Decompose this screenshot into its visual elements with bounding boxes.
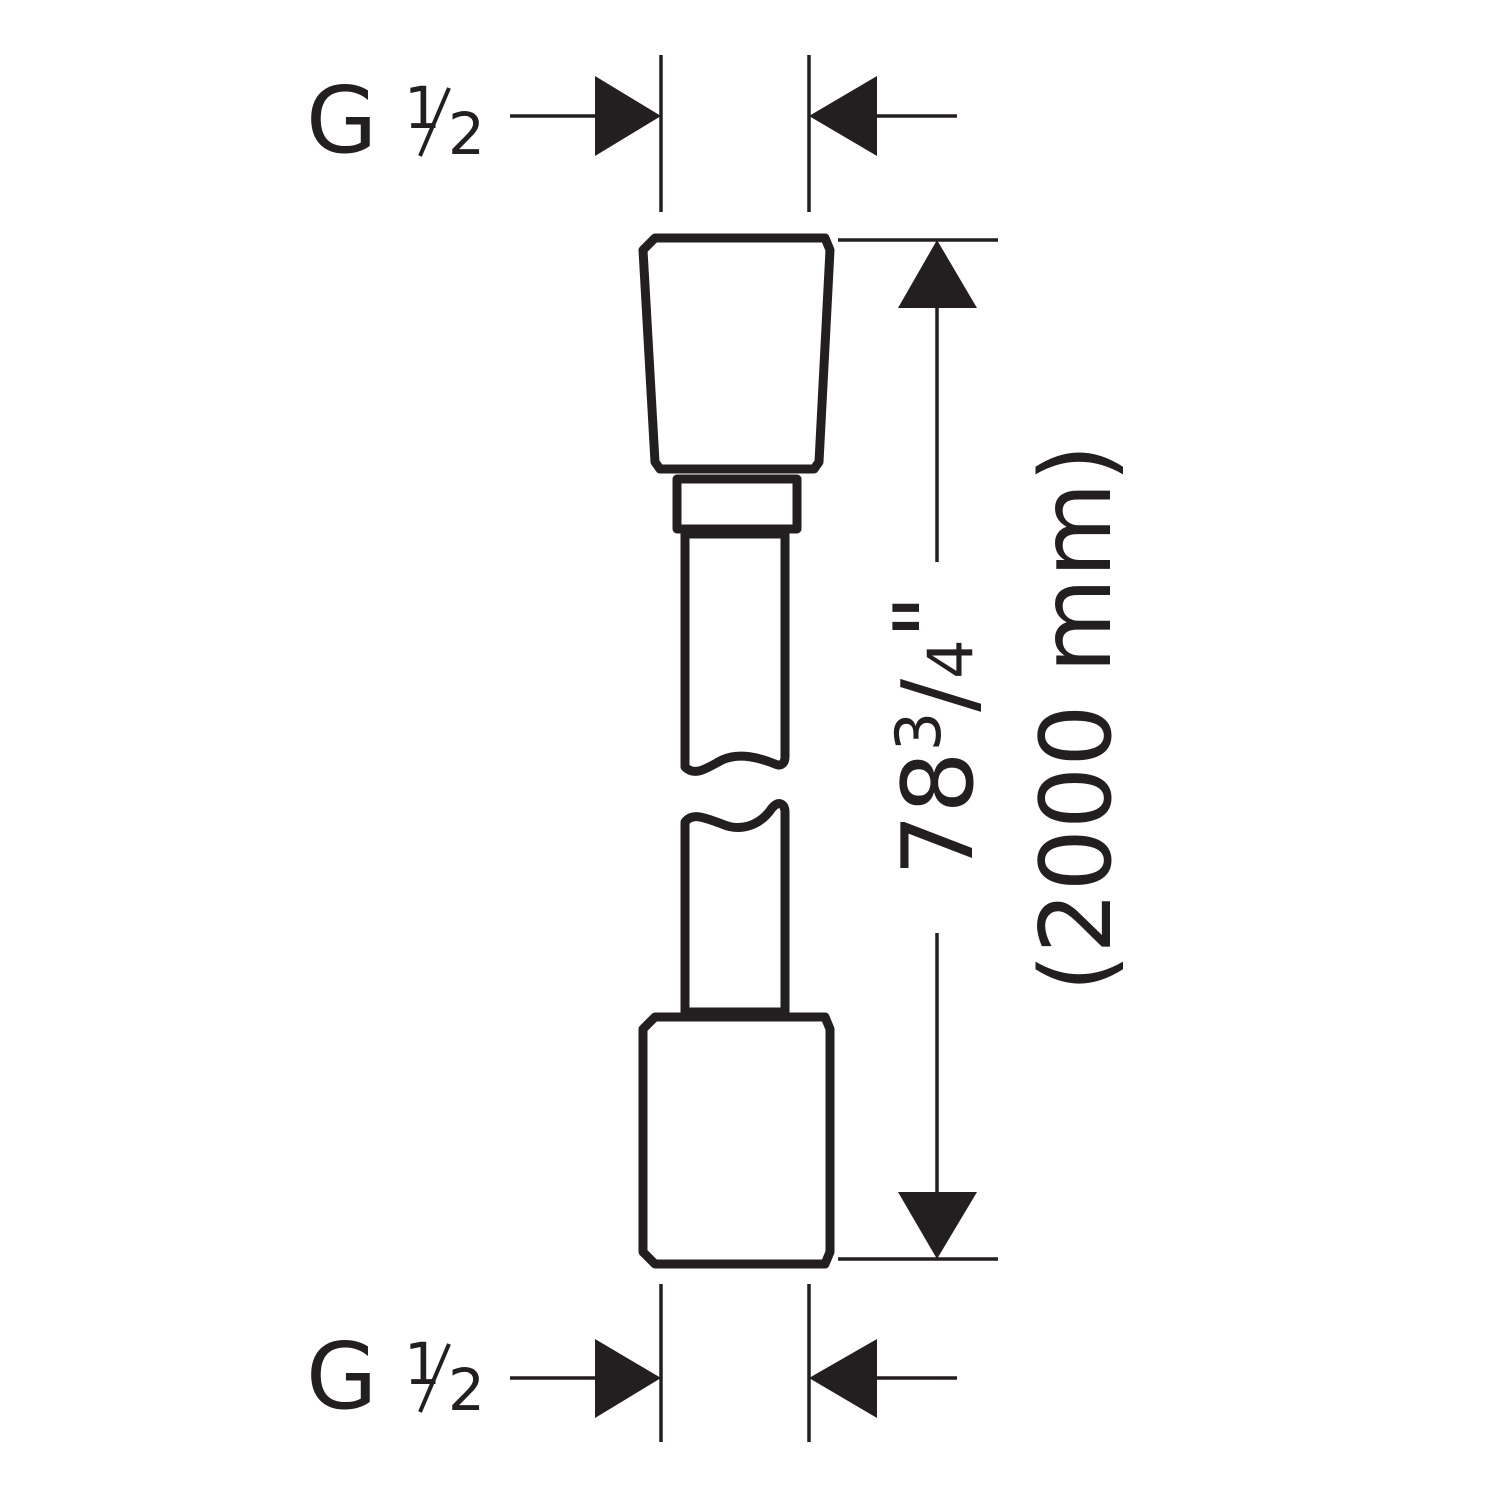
top-thread-denominator: 2 (448, 100, 485, 168)
shower-hose (638, 233, 835, 1269)
top-arrowhead-right (809, 76, 877, 156)
bottom-thread-letter: G (306, 1323, 377, 1430)
length-arrowhead-top (898, 240, 977, 308)
upper-hose-section (680, 529, 790, 776)
length-imperial-label: 783/4" (874, 594, 996, 876)
bottom-thread-denominator: 2 (448, 1356, 485, 1424)
length-imperial-denominator: 4 (914, 639, 987, 678)
top-thread-dimension: G 1 2 (306, 55, 957, 212)
lower-hose-section (680, 799, 790, 1017)
top-thread-numerator: 1 (404, 74, 441, 142)
bottom-thread-label: G 1 2 (306, 1323, 485, 1430)
bottom-thread-dimension: G 1 2 (306, 1284, 957, 1442)
top-thread-label: G 1 2 (306, 67, 485, 174)
length-imperial-whole: 78 (882, 751, 996, 876)
bottom-arrowhead-left (595, 1339, 661, 1418)
bottom-thread-fraction-bar (418, 1343, 451, 1413)
top-arrowhead-left (595, 76, 661, 156)
top-ferrule (672, 474, 802, 534)
length-imperial-unit: " (874, 594, 988, 639)
top-cone-nut (638, 233, 835, 474)
top-thread-fraction-bar (418, 87, 451, 157)
length-imperial-slash: / (882, 678, 996, 712)
length-imperial-numerator: 3 (882, 712, 955, 751)
bottom-thread-numerator: 1 (404, 1330, 441, 1398)
top-thread-letter: G (306, 67, 377, 174)
length-dimension-labels: 783/4" (2000 mm) (874, 444, 1134, 992)
length-dimension: 783/4" (2000 mm) (838, 238, 1134, 1261)
bottom-nut (638, 1012, 835, 1269)
bottom-arrowhead-right (809, 1339, 877, 1418)
length-arrowhead-bottom (898, 1192, 977, 1259)
length-metric-label: (2000 mm) (1020, 444, 1134, 992)
